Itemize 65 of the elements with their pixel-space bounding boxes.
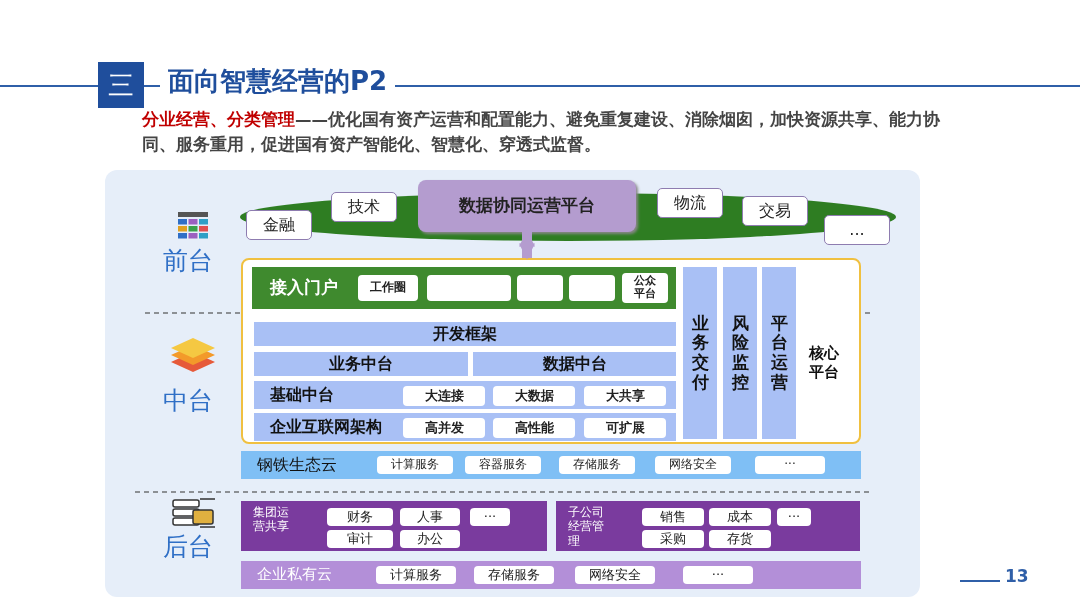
cloud-band xyxy=(241,561,861,589)
tag-box: 计算服务 xyxy=(377,456,453,474)
layer-bar xyxy=(254,413,676,441)
tag-box: 存储服务 xyxy=(474,566,554,584)
column-bar: 风险监控 xyxy=(723,267,757,439)
tag-box: ··· xyxy=(470,508,510,526)
tag-box xyxy=(569,275,615,301)
layer-bar xyxy=(254,381,676,409)
band-title: 钢铁生态云 xyxy=(257,455,337,475)
tag-box: 金融 xyxy=(246,210,312,240)
tag-box: 技术 xyxy=(331,192,397,222)
tag-box: 高性能 xyxy=(493,418,575,438)
tag-box: 物流 xyxy=(657,188,723,218)
tag-box: 工作圈 xyxy=(358,275,418,301)
page-number: 13 xyxy=(1005,566,1030,588)
tag-box: 审计 xyxy=(327,530,393,548)
platform-frame xyxy=(241,258,861,444)
tag-box: 交易 xyxy=(742,196,808,226)
layer-bar: 数据中台 xyxy=(473,352,676,376)
tag-box: ··· xyxy=(777,508,811,526)
layer-bar: 业务中台 xyxy=(254,352,468,376)
tag-box: 公众平台 xyxy=(622,273,668,303)
tag-box: 网络安全 xyxy=(575,566,655,584)
tag-box: 高并发 xyxy=(403,418,485,438)
tag-box: 销售 xyxy=(642,508,704,526)
tag-box: ··· xyxy=(683,566,753,584)
band-title: 集团运营共享 xyxy=(253,505,290,534)
subtitle: 分业经营、分类管理——优化国有资产运营和配置能力、避免重复建设、消除烟囱，加快资源共享、能力协同、服务重用，促进国有资产智能化、智慧化、穿透式监督。 xyxy=(142,109,941,156)
column-bar: 业务交付 xyxy=(683,267,717,439)
tag-box: 成本 xyxy=(709,508,771,526)
tag-box: 人事 xyxy=(400,508,460,526)
band-title: 子公司经营管理 xyxy=(568,505,605,549)
tag-box: 可扩展 xyxy=(584,418,666,438)
band-title: 企业互联网架构 xyxy=(270,417,382,437)
tag-box: 存储服务 xyxy=(559,456,635,474)
double-arrow xyxy=(519,230,535,260)
layer-bar: 开发框架 xyxy=(254,322,676,346)
column-bar: 平台运营 xyxy=(762,267,796,439)
backend-band xyxy=(241,501,547,551)
platform-box: 数据协同运营平台 xyxy=(418,180,636,232)
backend-band xyxy=(556,501,860,551)
section-number: 三 xyxy=(98,62,144,108)
tier-label: 前台 xyxy=(163,245,214,277)
tag-box: 存货 xyxy=(709,530,771,548)
tier-label: 中台 xyxy=(163,385,214,417)
tag-box: 计算服务 xyxy=(376,566,456,584)
tier-label: 后台 xyxy=(163,531,214,563)
tag-box: 办公 xyxy=(400,530,460,548)
band-title: 企业私有云 xyxy=(257,566,332,584)
tag-box: 采购 xyxy=(642,530,704,548)
tag-box xyxy=(427,275,511,301)
band-title: 基础中台 xyxy=(270,385,334,405)
band-title: 接入门户 xyxy=(270,278,338,298)
portal-band xyxy=(252,267,676,309)
tag-box: ... xyxy=(824,215,890,245)
tag-box: 容器服务 xyxy=(465,456,541,474)
tag-box: 网络安全 xyxy=(655,456,731,474)
cloud-band xyxy=(241,451,861,479)
tag-box: 财务 xyxy=(327,508,393,526)
tag-box: 大共享 xyxy=(584,386,666,406)
column-label: 核心平台 xyxy=(807,344,840,383)
tag-box: 大数据 xyxy=(493,386,575,406)
tag-box: ··· xyxy=(755,456,825,474)
tag-box: 大连接 xyxy=(403,386,485,406)
tag-box xyxy=(517,275,563,301)
